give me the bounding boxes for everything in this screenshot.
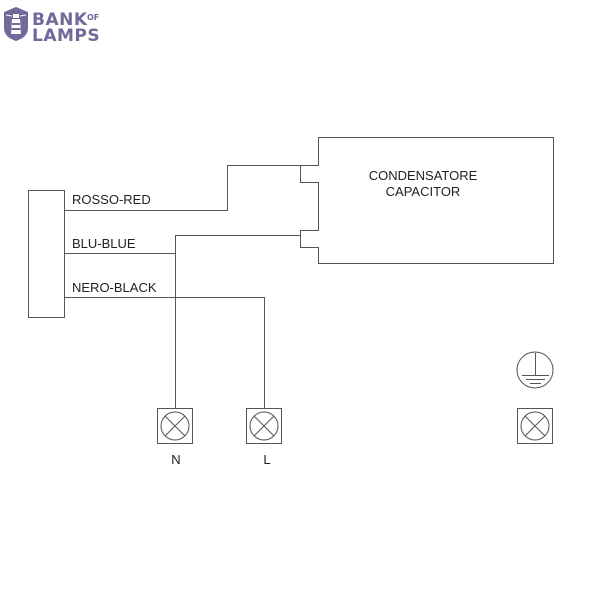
logo-of-text: OF xyxy=(87,13,100,22)
logo-bank-text: BANK xyxy=(32,10,88,30)
blue-wire-branch xyxy=(175,235,301,409)
terminal-icon xyxy=(246,408,282,444)
red-wire xyxy=(64,165,301,211)
terminal-icon xyxy=(157,408,193,444)
ground-icon xyxy=(516,351,554,389)
capacitor-label-line1: CONDENSATORE xyxy=(369,168,478,183)
red-wire-label: ROSSO-RED xyxy=(72,192,151,207)
live-terminal-label: L xyxy=(263,452,270,467)
logo-lamps-text: LAMPS xyxy=(32,26,101,46)
logo: BANK OF LAMPS xyxy=(2,6,112,46)
black-wire xyxy=(64,297,265,409)
capacitor-label-line2: CAPACITOR xyxy=(386,184,461,199)
lighthouse-icon xyxy=(4,7,28,41)
black-wire-label: NERO-BLACK xyxy=(72,280,157,295)
neutral-terminal-label: N xyxy=(171,452,180,467)
terminal-icon xyxy=(517,408,553,444)
lampholder-block xyxy=(28,190,65,318)
capacitor-box xyxy=(300,137,554,264)
blue-wire-label: BLU-BLUE xyxy=(72,236,136,251)
